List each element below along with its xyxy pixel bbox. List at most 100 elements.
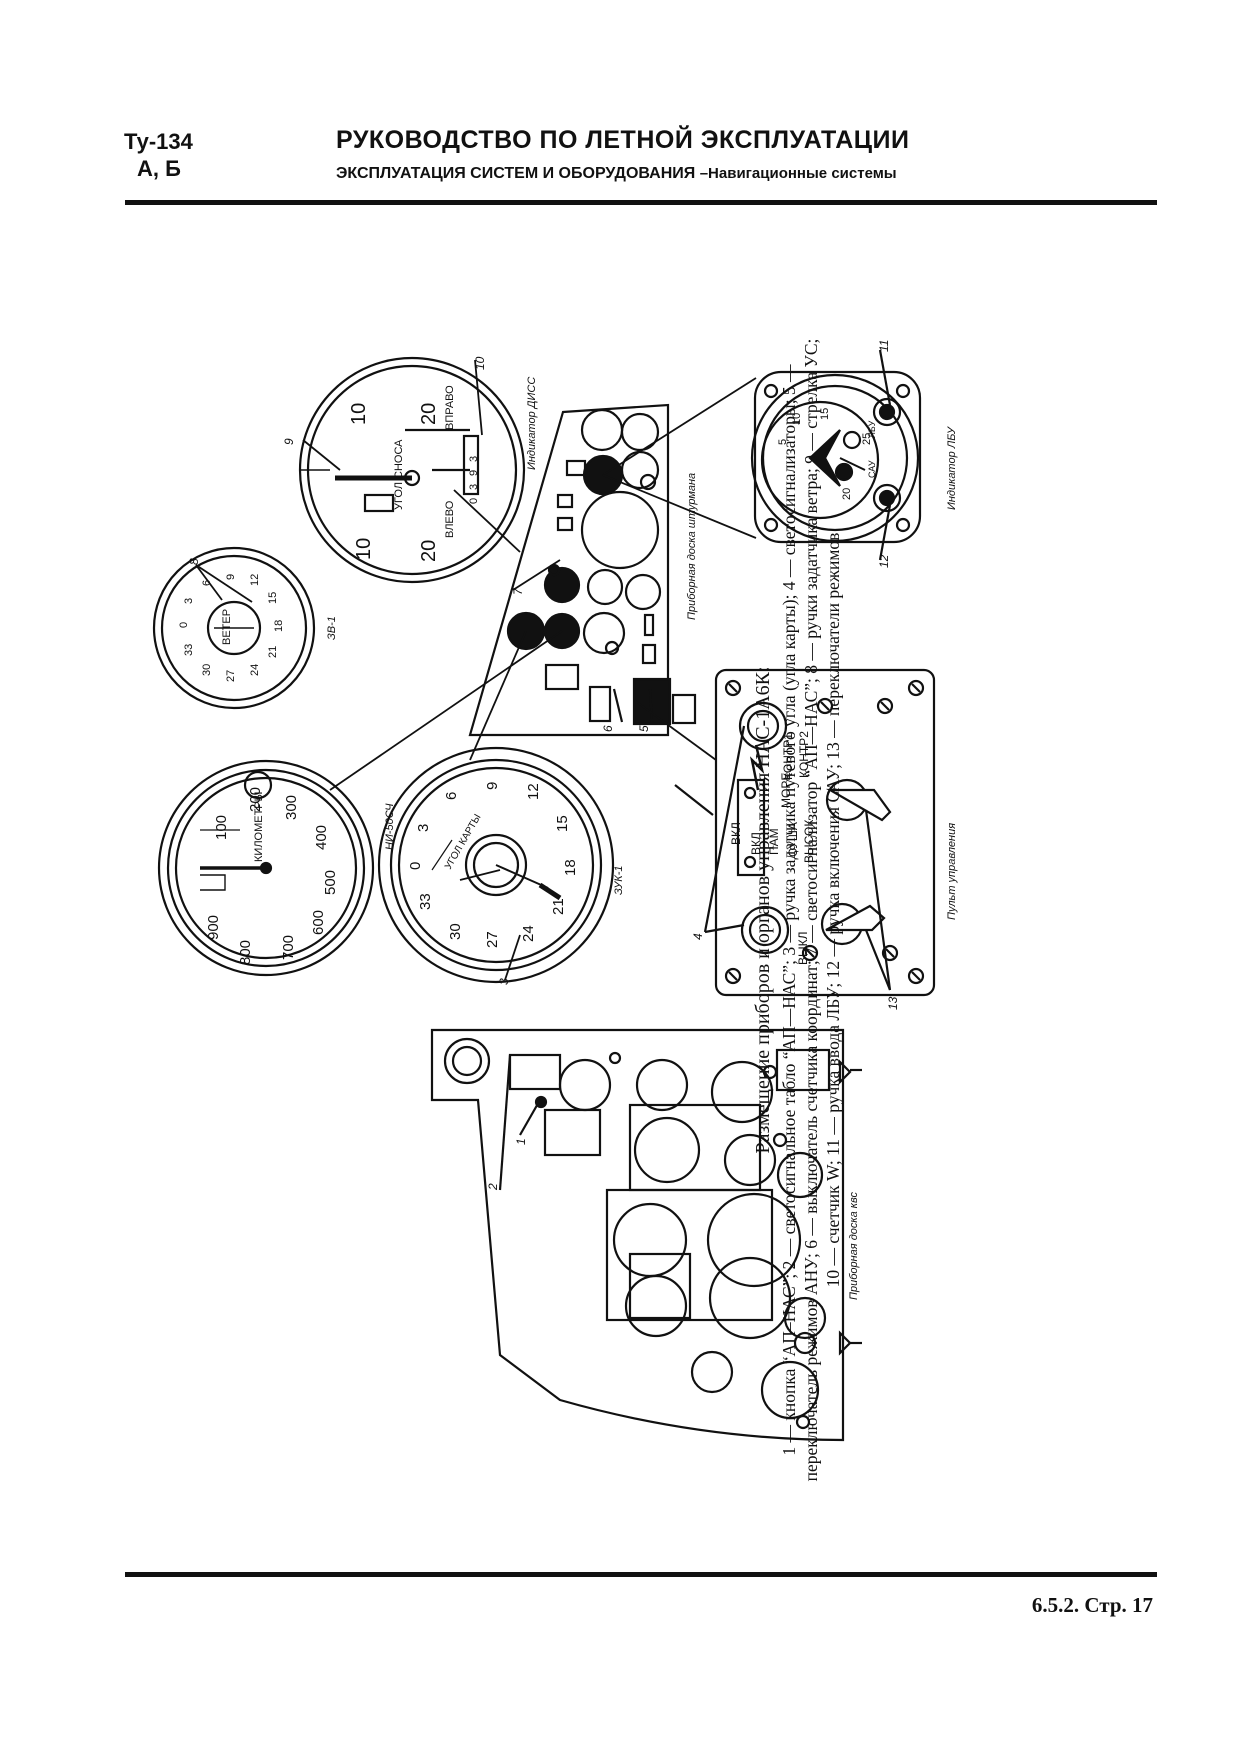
section-title: ЭКСПЛУАТАЦИЯ СИСТЕМ И ОБОРУДОВАНИЯ –Нави… — [336, 165, 897, 183]
zuk1-scale-24: 24 — [520, 925, 537, 942]
zuk1-scale-15: 15 — [554, 815, 571, 832]
panel-vysok: ВЫСОК — [802, 820, 816, 863]
ni50-scale-800: 800 — [237, 940, 254, 965]
ni50-scale-400: 400 — [313, 825, 330, 850]
ni50-scale-900: 900 — [205, 915, 222, 940]
zuk1-scale-30: 30 — [447, 923, 464, 940]
callout-11: 11 — [877, 340, 891, 352]
callout-4: 4 — [691, 933, 705, 940]
callout-7: 7 — [511, 587, 525, 595]
zv1-scale-30: 30 — [201, 664, 213, 676]
dis-scale-20-left: 20 — [418, 540, 440, 562]
callout-5: 5 — [637, 725, 651, 732]
zuk1-scale-33: 33 — [417, 893, 434, 910]
label-ni50: НИ-50СЧ — [384, 803, 396, 850]
dis-counter-3: 3 — [468, 456, 480, 462]
zv1-scale-24: 24 — [249, 664, 261, 676]
zv1-scale-3: 3 — [183, 598, 195, 604]
label-kvs-board: Приборная доска квс — [848, 1192, 860, 1300]
zuk1-scale-3: 3 — [415, 824, 432, 832]
ni50-scale-700: 700 — [280, 935, 297, 960]
dis-counter-1: 3 — [468, 484, 480, 490]
dial-zv1 — [152, 546, 316, 710]
subsection-name: –Навигационные системы — [699, 165, 897, 182]
caption-body: 1 — кнопка “АП–НАС”; 2 — светосигнальное… — [779, 338, 843, 1482]
dis-left-label: ВЛЕВО — [444, 500, 456, 538]
label-dis-indicator: Индикатор ДИСС — [526, 377, 538, 470]
callout-12: 12 — [877, 554, 891, 568]
lbu-scale-10: 10 — [791, 413, 803, 425]
figure-caption: Размещение приборов и органов управления… — [750, 335, 890, 1485]
ni50-scale-200: 200 — [247, 787, 264, 812]
caption-title: Размещение приборов и органов управления… — [752, 666, 774, 1154]
label-lbu-indicator: Индикатор ЛБУ — [946, 426, 958, 510]
panel-kontr2: КОНТР2 — [797, 731, 811, 778]
lbu-scale-25: 25 — [861, 433, 873, 445]
label-shturman-board: Приборная доска штурмана — [686, 473, 698, 620]
footer-rule — [125, 1572, 1157, 1577]
lbu-scale-15: 15 — [819, 408, 831, 420]
dial-lbu — [750, 349, 922, 561]
callout-13: 13 — [886, 996, 900, 1010]
dis-scale-10-right: 10 — [348, 403, 370, 425]
zuk1-scale-0: 0 — [407, 862, 424, 870]
connector-lines — [195, 359, 757, 981]
panel-pam: ПАМ — [767, 828, 781, 855]
lbu-lbu-label: ЛБУ — [867, 420, 877, 438]
zv1-center-label: ВЕТЕР — [221, 609, 233, 645]
zv1-scale-18: 18 — [273, 620, 285, 632]
callout-10: 10 — [473, 356, 487, 370]
callout-2: 2 — [486, 1183, 500, 1191]
dis-scale-20-right: 20 — [418, 403, 440, 425]
zuk1-scale-6: 6 — [443, 792, 460, 800]
aircraft-model: Ту-134 — [124, 129, 193, 154]
zuk1-scale-9: 9 — [484, 782, 501, 790]
dial-zuk1 — [377, 746, 615, 984]
dis-scale-10-left: 10 — [353, 538, 375, 560]
panel-vkl-top: ВКЛ — [729, 822, 743, 845]
zv1-scale-21: 21 — [267, 646, 279, 658]
label-zuk1: ЗУК-1 — [613, 865, 625, 895]
ni50-scale-300: 300 — [283, 795, 300, 820]
dis-angle-label: УГОЛ СНОСА — [393, 439, 405, 510]
header-rule — [125, 200, 1157, 205]
ni50-scale-100: 100 — [213, 815, 230, 840]
zuk1-scale-21: 21 — [550, 898, 567, 915]
dis-right-label: ВПРАВО — [444, 385, 456, 430]
callout-3: 3 — [497, 978, 511, 985]
zv1-scale-27: 27 — [225, 670, 237, 682]
aircraft-variants: А, Б — [137, 156, 181, 181]
label-control-panel: Пульт управления — [946, 823, 958, 920]
dial-dis — [298, 356, 526, 584]
label-zv1: ЗВ-1 — [326, 616, 338, 640]
ni50-scale-500: 500 — [322, 870, 339, 895]
panel-kontr1: КОНТР1 — [781, 733, 795, 780]
panel-more: МОРЕ — [779, 773, 793, 808]
panel-susha: СУША — [786, 822, 800, 857]
zv1-scale-6: 6 — [201, 580, 213, 586]
zv1-scale-12: 12 — [249, 574, 261, 586]
panel-vykl: ВЫКЛ — [796, 932, 810, 966]
lbu-sau-label: САУ — [867, 460, 877, 478]
header-model: Ту-134 А, Б — [124, 128, 193, 182]
section-name: ЭКСПЛУАТАЦИЯ СИСТЕМ И ОБОРУДОВАНИЯ — [336, 165, 696, 182]
zuk1-scale-12: 12 — [525, 783, 542, 800]
callout-1: 1 — [514, 1138, 528, 1145]
page-number: 6.5.2. Стр. 17 — [1031, 1593, 1153, 1617]
dis-counter-0: 0 — [468, 498, 480, 504]
ni50-scale-600: 600 — [310, 910, 327, 935]
control-panel — [674, 668, 936, 997]
document-title: РУКОВОДСТВО ПО ЛЕТНОЙ ЭКСПЛУАТАЦИИ — [336, 126, 910, 154]
callout-9: 9 — [282, 438, 296, 445]
dial-ni50 — [157, 759, 375, 977]
lbu-scale-5: 5 — [777, 439, 789, 445]
zv1-scale-0: 0 — [178, 622, 190, 628]
zv1-scale-9: 9 — [225, 574, 237, 580]
lbu-scale-20: 20 — [841, 488, 853, 500]
callout-8: 8 — [187, 558, 201, 565]
zuk1-scale-18: 18 — [562, 859, 579, 876]
ni50-unit: КИЛОМЕТРЫ — [253, 792, 265, 862]
kvs-board — [430, 1028, 862, 1442]
callout-6: 6 — [601, 725, 615, 732]
